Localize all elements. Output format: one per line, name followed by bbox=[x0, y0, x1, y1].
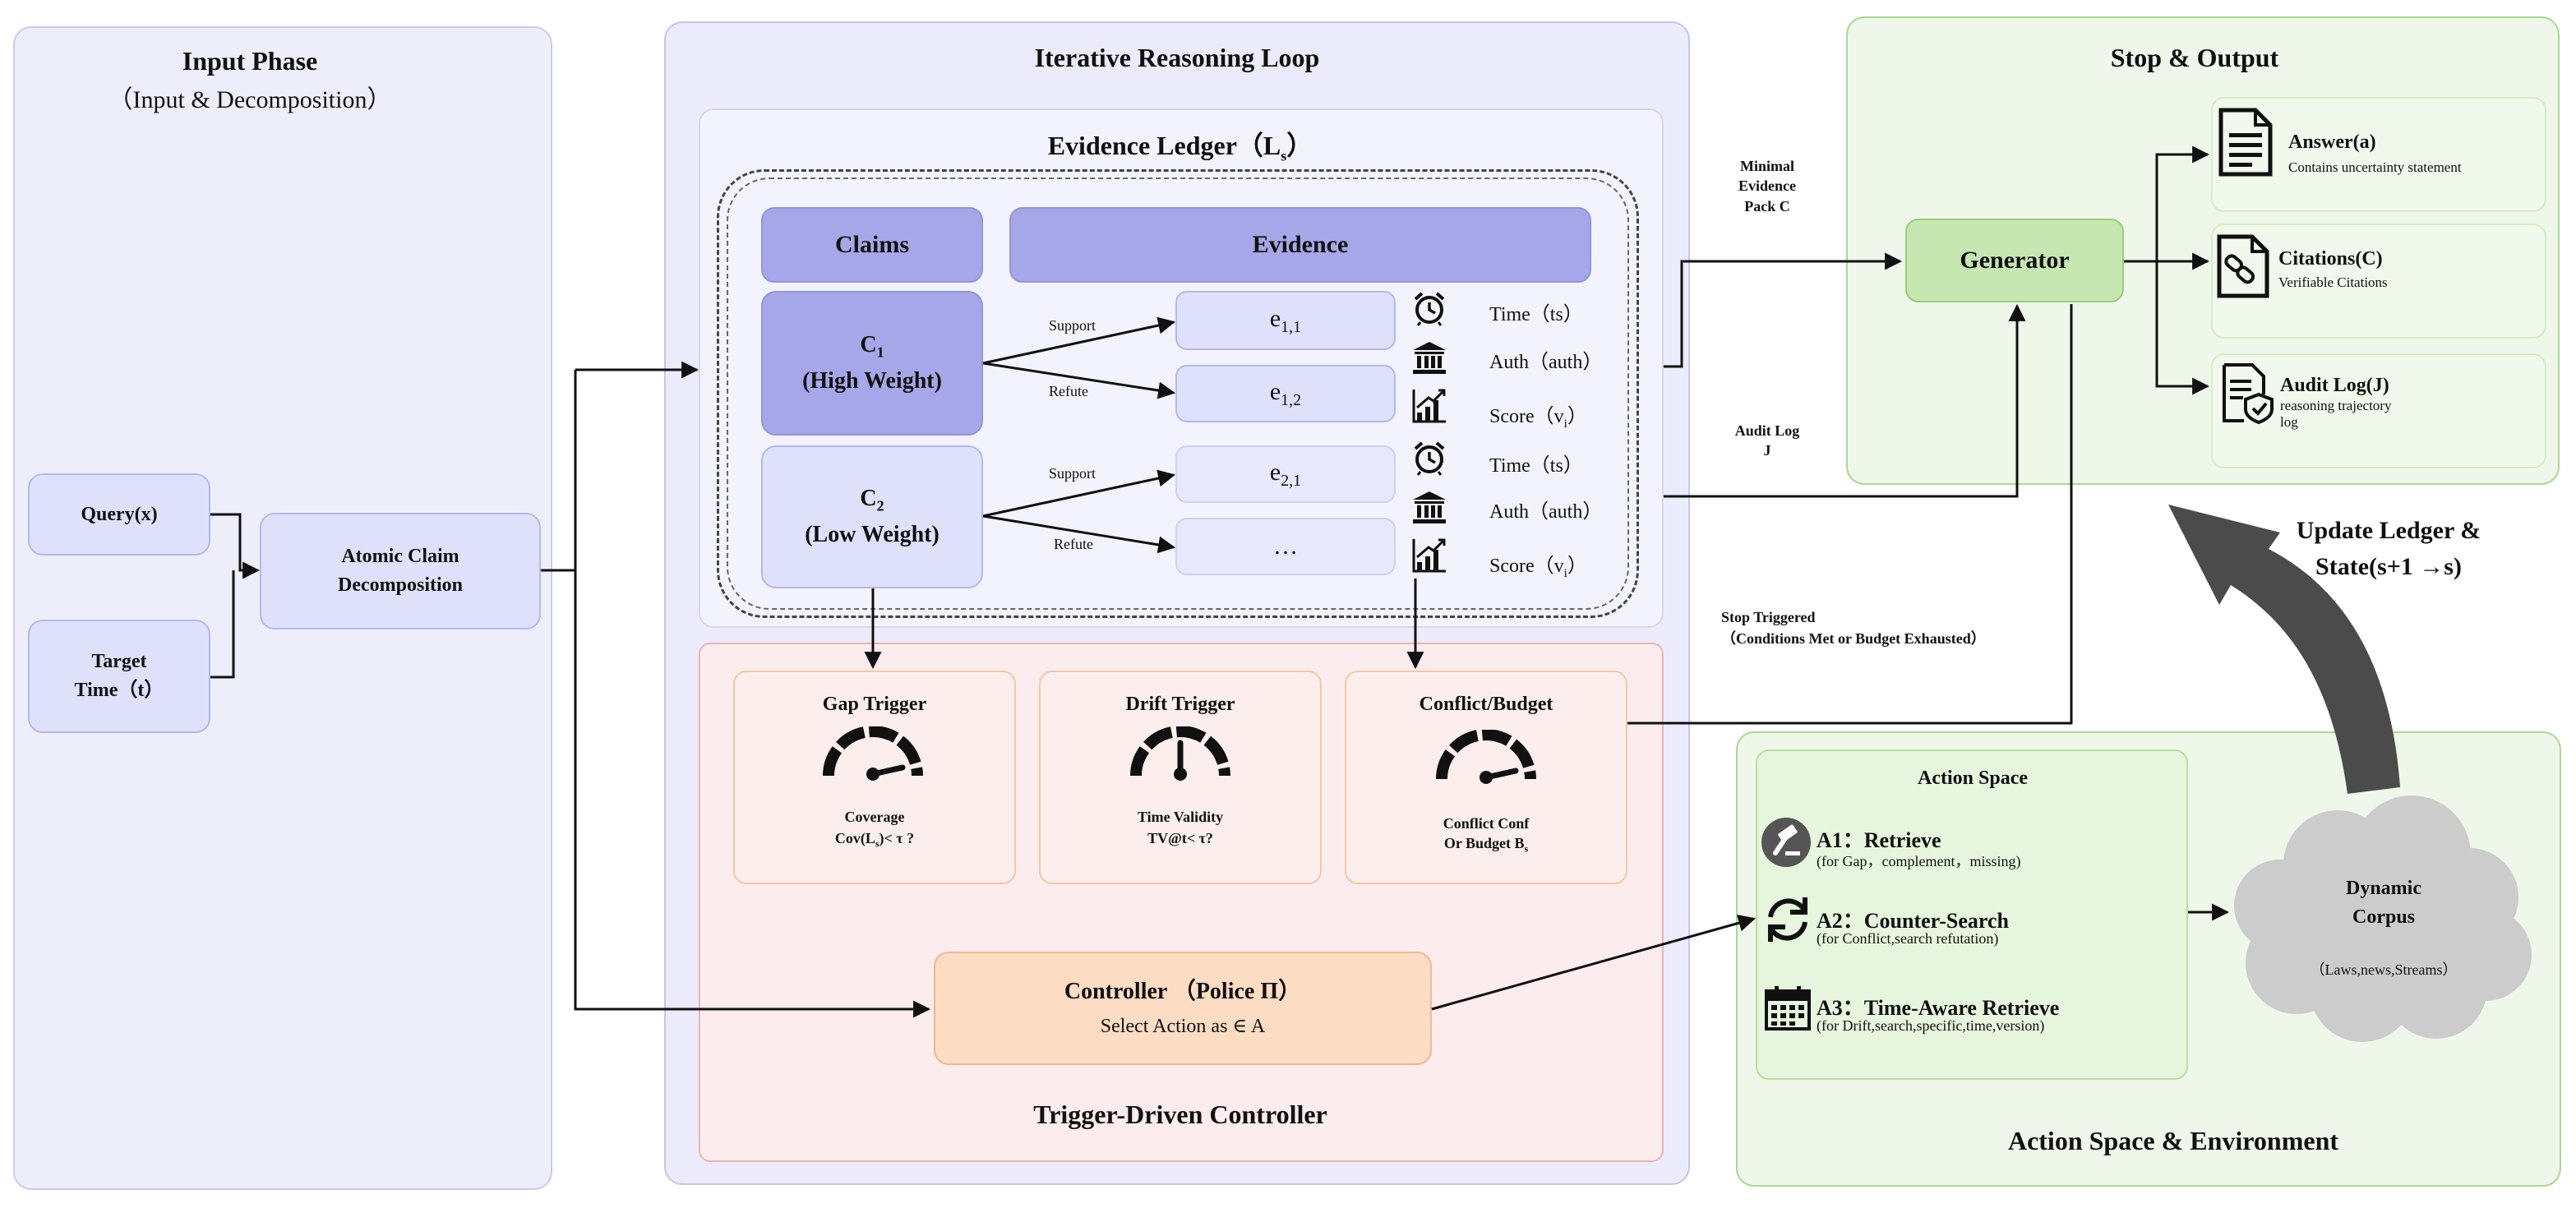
alarm-clock-icon bbox=[1410, 439, 1448, 477]
stop-triggered-label: Stop Triggered （Conditions Met or Budget… bbox=[1721, 609, 1986, 648]
stop-output-title: Stop & Output bbox=[2110, 43, 2279, 72]
update-ledger-label: Update Ledger & State(s+1 →s) bbox=[2296, 517, 2481, 580]
evidence-e12: e1,2 bbox=[1175, 365, 1396, 422]
a2-desc: (for Conflict,search refutation) bbox=[1817, 930, 1999, 947]
claim-c2-box: C2 (Low Weight) bbox=[761, 445, 983, 588]
support-label-1: Support bbox=[1049, 317, 1096, 334]
evidence-e22: … bbox=[1175, 518, 1396, 575]
target-time-box: Target Time（t） bbox=[28, 620, 210, 733]
alarm-clock-icon bbox=[1410, 289, 1448, 327]
action-space-title: Action Space bbox=[1918, 768, 2028, 789]
drift-line1: Time Validity bbox=[1137, 809, 1224, 825]
a2-title: A2：Counter-Search bbox=[1817, 909, 2009, 933]
answer-desc: Contains uncertainty statement bbox=[2288, 159, 2462, 175]
action-space-panel bbox=[1756, 749, 2188, 1080]
citations-title: Citations(C) bbox=[2278, 248, 2383, 270]
meta-score-2: Score（vi） bbox=[1489, 556, 1587, 580]
drift-line2: TV@t< τ? bbox=[1147, 830, 1213, 846]
query-box: Query(x) bbox=[28, 473, 210, 556]
gap-trigger-title: Gap Trigger bbox=[822, 694, 927, 715]
claim-c1-box: C1 (High Weight) bbox=[761, 291, 983, 436]
evidence-e11: e1,1 bbox=[1175, 291, 1396, 350]
loop-title: Iterative Reasoning Loop bbox=[1034, 43, 1320, 72]
a1-title: A1：Retrieve bbox=[1817, 828, 1941, 852]
input-phase-title: Input Phase bbox=[182, 46, 318, 76]
audit-icon bbox=[2219, 362, 2278, 424]
ledger-title: Evidence Ledger（Ls） bbox=[1047, 131, 1313, 164]
calendar-icon bbox=[1764, 984, 1812, 1032]
gap-trigger-box bbox=[733, 671, 1016, 884]
refute-label-1: Refute bbox=[1049, 383, 1088, 399]
meta-time-1: Time（ts） bbox=[1489, 304, 1583, 325]
corpus-sub: （Laws,news,Streams） bbox=[2310, 961, 2458, 978]
conflict-line1: Conflict Conf bbox=[1443, 815, 1530, 832]
meta-auth-1: Auth（auth） bbox=[1489, 352, 1603, 373]
gavel-icon bbox=[1761, 817, 1812, 868]
bank-icon bbox=[1410, 488, 1448, 526]
atomic-claim-box: Atomic Claim Decomposition bbox=[260, 513, 541, 629]
minimal-evidence-label: Minimal Evidence Pack C bbox=[1738, 158, 1796, 214]
evidence-header: Evidence bbox=[1009, 207, 1591, 283]
input-phase-subtitle: （Input & Decomposition） bbox=[108, 86, 392, 113]
cloud-icon bbox=[2223, 782, 2543, 1045]
auditlog-desc2: log bbox=[2280, 414, 2298, 430]
conflict-line2: Or Budget Bs bbox=[1443, 835, 1529, 855]
ledger-dashed-frame-inner bbox=[727, 178, 1629, 610]
refresh-icon bbox=[1761, 892, 1815, 947]
support-label-2: Support bbox=[1049, 465, 1096, 482]
citations-desc: Verifiable Citations bbox=[2278, 274, 2388, 290]
meta-score-1: Score（vi） bbox=[1489, 406, 1587, 431]
a1-desc: (for Gap，complement，missing) bbox=[1817, 853, 2021, 869]
trigger-controller-title: Trigger-Driven Controller bbox=[1033, 1100, 1327, 1129]
generator-box: Generator bbox=[1905, 219, 2124, 302]
a3-desc: (for Drift,search,specific,time,version) bbox=[1817, 1017, 2045, 1034]
gauge-icon bbox=[1129, 726, 1231, 781]
evidence-e21: e2,1 bbox=[1175, 445, 1396, 503]
ledger-dashed-frame bbox=[717, 169, 1639, 618]
controller-box: Controller （Police Π） Select Action as ∈… bbox=[934, 952, 1432, 1065]
gauge-icon bbox=[1435, 730, 1537, 784]
a3-title: A3：Time-Aware Retrieve bbox=[1817, 996, 2060, 1020]
audit-log-card bbox=[2211, 353, 2546, 468]
refute-label-2: Refute bbox=[1054, 536, 1093, 552]
auditlog-desc1: reasoning trajectory bbox=[2280, 398, 2392, 413]
corpus-label: Dynamic Corpus bbox=[2346, 878, 2421, 928]
auditlog-title: Audit Log(J) bbox=[2280, 375, 2389, 396]
bar-chart-icon bbox=[1410, 386, 1448, 424]
answer-card bbox=[2211, 97, 2546, 212]
meta-time-2: Time（ts） bbox=[1489, 455, 1583, 477]
gap-line1: Coverage bbox=[844, 809, 905, 825]
action-env-title: Action Space & Environment bbox=[2007, 1126, 2339, 1155]
bank-icon bbox=[1410, 339, 1448, 376]
claims-header: Claims bbox=[761, 207, 983, 283]
document-icon bbox=[2214, 107, 2277, 178]
meta-auth-2: Auth（auth） bbox=[1489, 501, 1603, 523]
gap-line2: Cov(Ls)< τ ? bbox=[834, 830, 915, 850]
drift-trigger-title: Drift Trigger bbox=[1125, 694, 1235, 715]
gauge-icon bbox=[822, 726, 924, 781]
answer-title: Answer(a) bbox=[2288, 131, 2376, 153]
conflict-title: Conflict/Budget bbox=[1419, 694, 1553, 715]
bar-chart-icon bbox=[1410, 536, 1448, 574]
link-icon bbox=[2214, 233, 2272, 299]
audit-log-label: Audit Log J bbox=[1734, 422, 1800, 459]
